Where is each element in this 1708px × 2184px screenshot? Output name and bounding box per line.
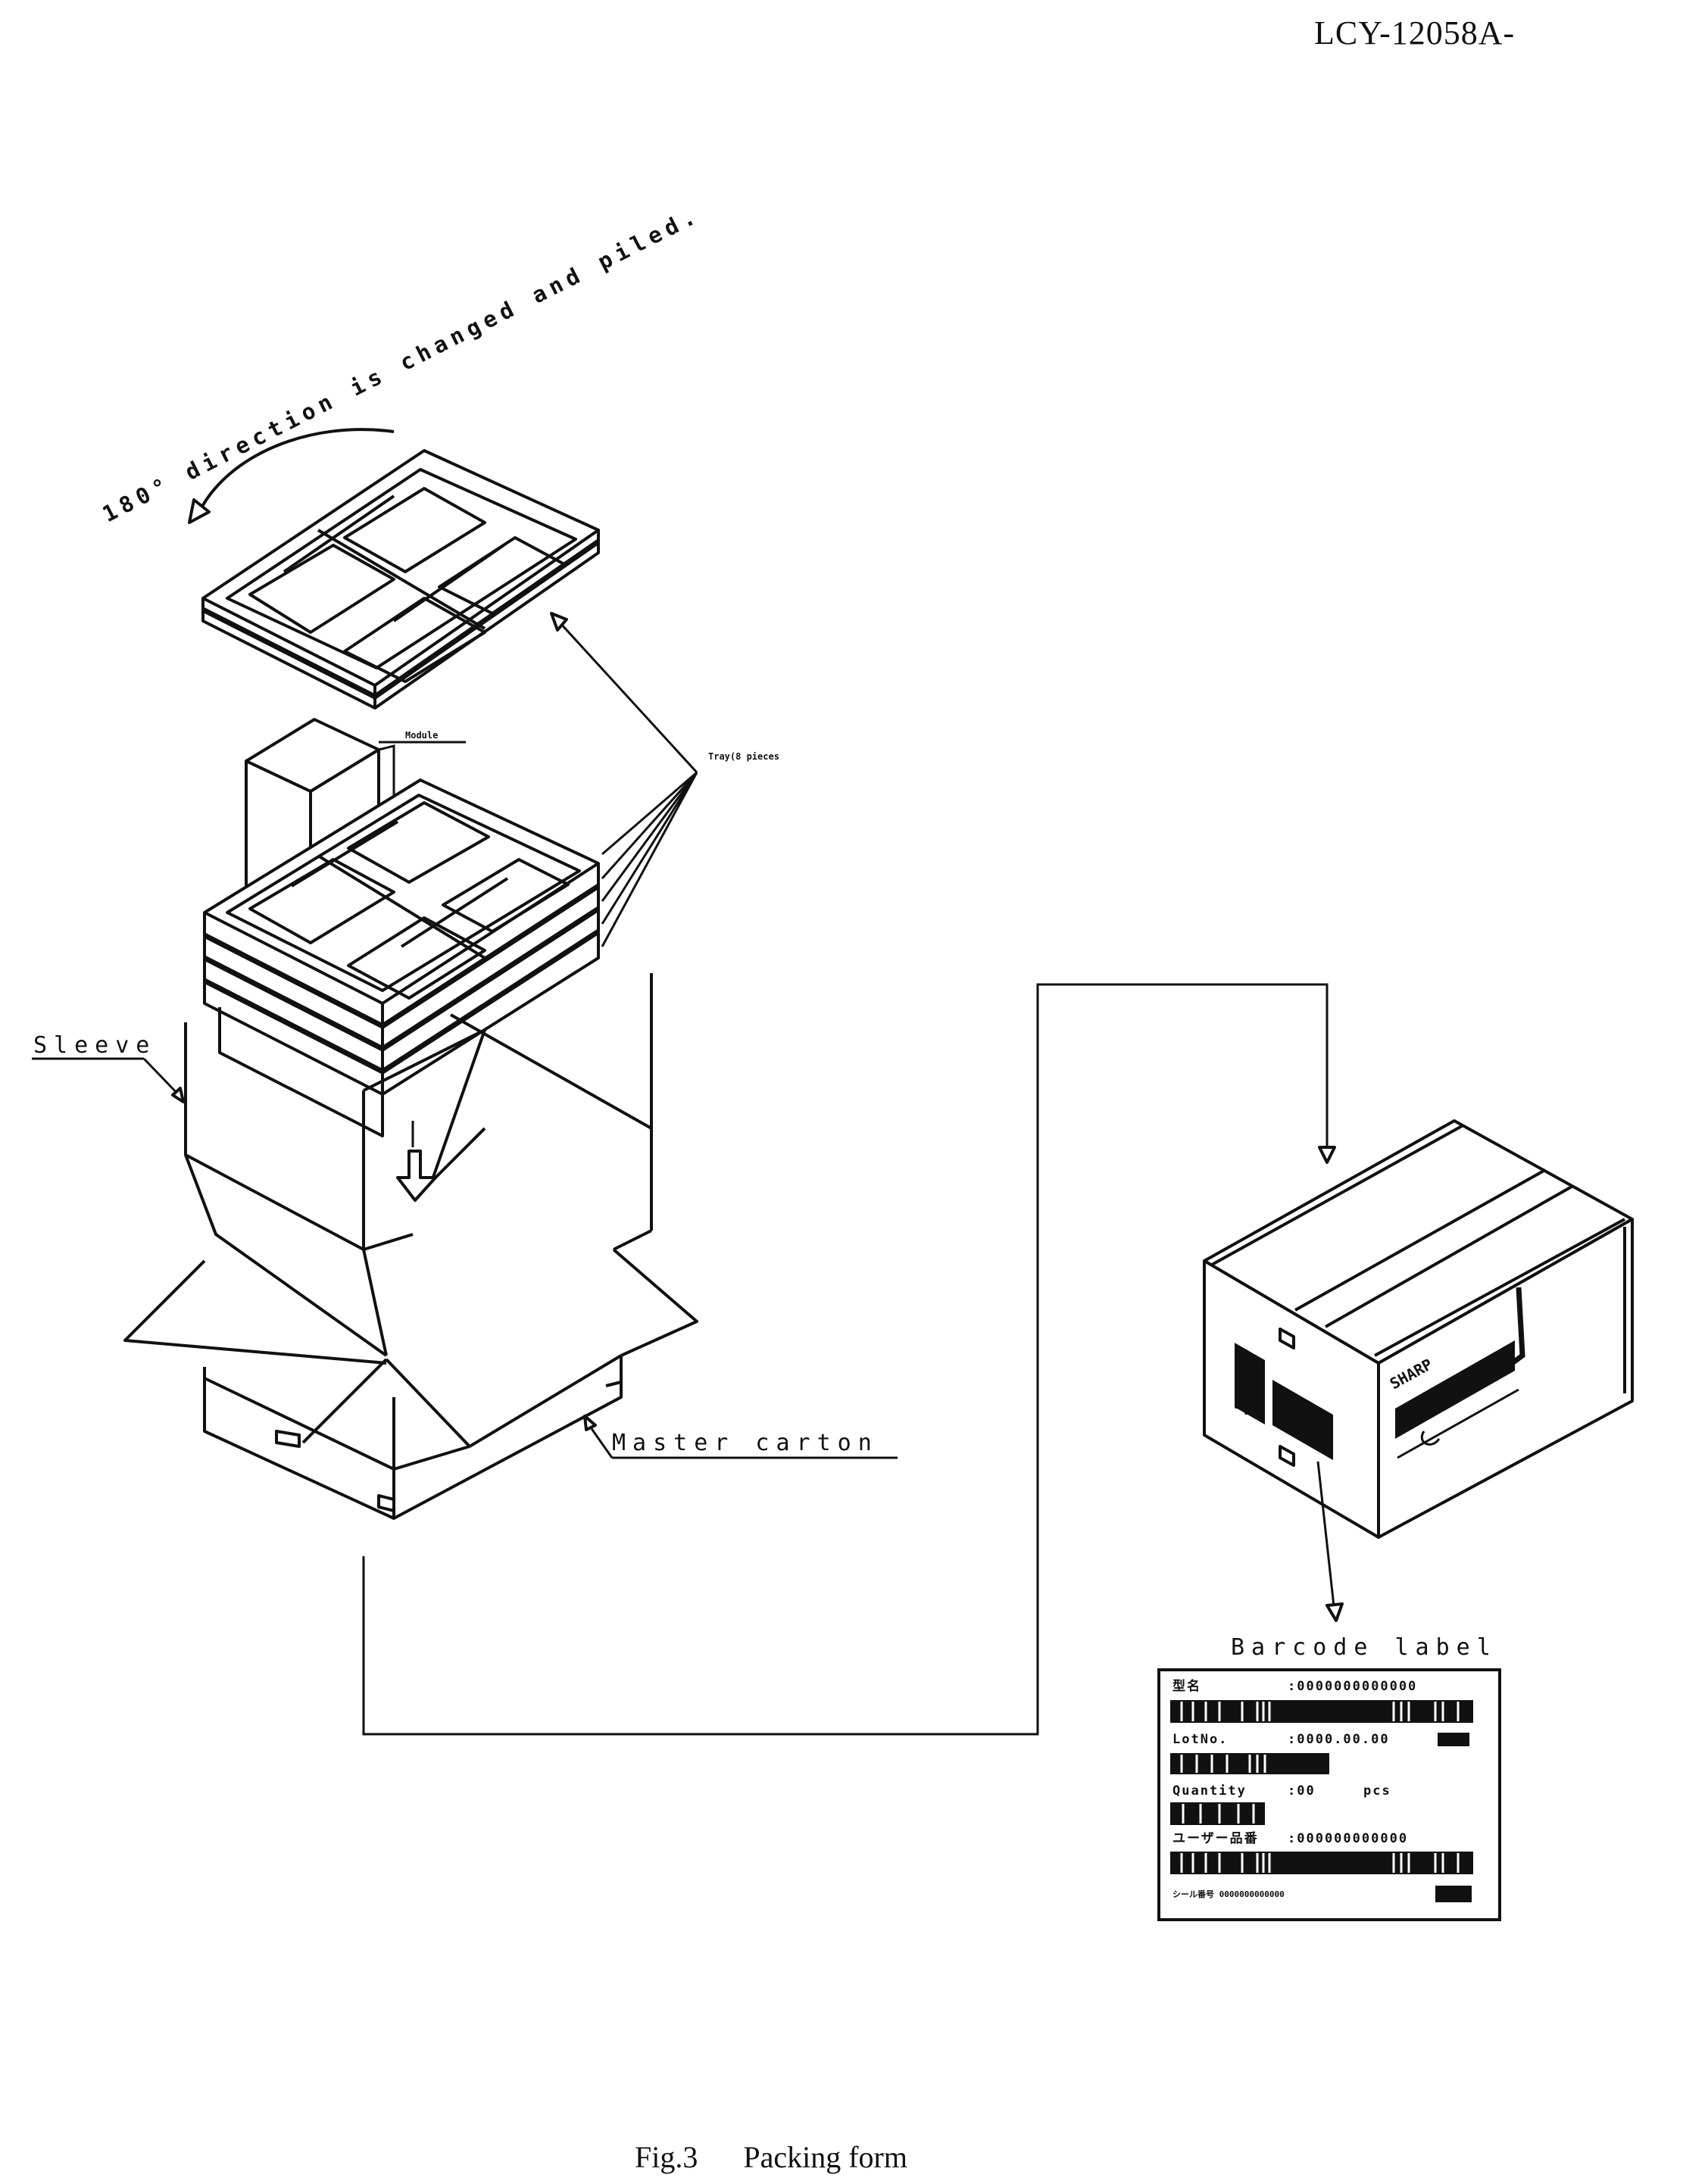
barcode-label-title: Barcode label: [1231, 1634, 1497, 1661]
master-carton: [123, 1248, 698, 1520]
master-carton-label: Master carton: [612, 1430, 879, 1456]
tray-leader-lines: [550, 612, 698, 947]
bc-row3-value: :00: [1288, 1783, 1316, 1799]
bc-row1-value: :0000000000000: [1288, 1679, 1417, 1694]
figure-number: Fig.3: [635, 2140, 698, 2174]
figure-caption: Fig.3 Packing form: [635, 2139, 907, 2175]
sleeve: [184, 973, 653, 1357]
rotation-arrowhead: [188, 498, 211, 524]
rotation-arrow: [197, 428, 395, 514]
bc-row3-title: Quantity: [1172, 1783, 1247, 1799]
figure-title: Packing form: [743, 2140, 907, 2174]
barcode-label: 型名 :0000000000000 LotNo. :0000.00.00 Qua…: [1157, 1668, 1501, 1921]
sleeve-leader: [32, 1057, 185, 1103]
bc-row1-title: 型名: [1172, 1678, 1201, 1694]
tray-stack: [203, 778, 600, 1137]
module-label: Module: [405, 730, 438, 741]
top-tray: [201, 449, 600, 710]
bc-row4-value: :000000000000: [1288, 1831, 1408, 1846]
barcode-leader: [1316, 1461, 1344, 1622]
bc-row1-bars: [1180, 1702, 1460, 1721]
bc-row4-title: ユーザー品番: [1172, 1831, 1259, 1846]
tray-label: Tray(8 pieces: [708, 751, 779, 762]
master-carton-leader: [583, 1415, 898, 1459]
bc-row2-value: :0000.00.00: [1288, 1732, 1390, 1747]
bc-row2-bars: [1180, 1755, 1266, 1773]
document-id: LCY-12058A-: [1314, 14, 1516, 51]
bc-row5-text: シール番号 0000000000000: [1172, 1889, 1285, 1899]
flow-arrowhead: [1318, 1146, 1336, 1164]
bc-row3-bars: [1182, 1804, 1255, 1824]
bc-row4-bars: [1180, 1853, 1460, 1873]
closed-carton: SHARP: [1203, 1119, 1634, 1539]
bc-row2-title: LotNo.: [1172, 1732, 1228, 1747]
sleeve-label: Sleeve: [33, 1032, 156, 1059]
bc-row3-unit: pcs: [1363, 1783, 1391, 1799]
flow-connector: [362, 983, 1329, 1736]
